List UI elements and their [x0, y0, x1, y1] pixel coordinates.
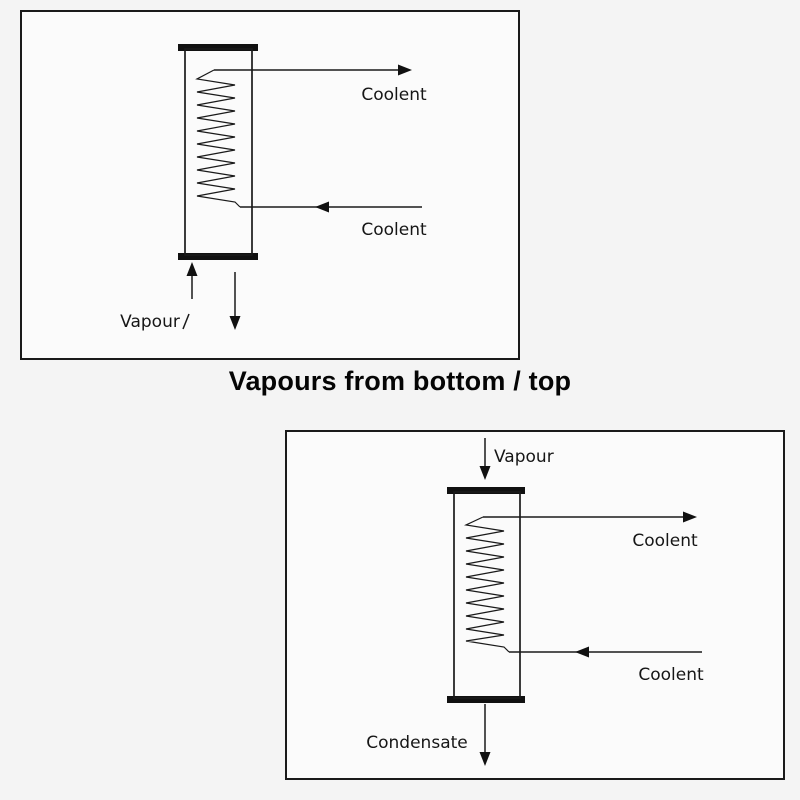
vapour-label: Vapour	[120, 312, 180, 332]
condenser-top-flange	[447, 487, 525, 494]
coolant-in-label: Coolent	[638, 665, 704, 685]
condenser-body	[453, 491, 521, 699]
top-diagram-panel: Coolent Coolent Vapour	[20, 10, 520, 360]
condensate-arrowhead	[479, 752, 491, 766]
coolant-in-label: Coolent	[361, 220, 427, 240]
condenser-bottom-flange	[447, 696, 525, 703]
outflow-arrowhead	[229, 316, 241, 330]
coolant-in-arrowhead	[315, 201, 329, 213]
vapour-in-arrowhead	[186, 262, 198, 276]
top-diagram-svg: Coolent Coolent Vapour	[120, 44, 427, 332]
vapour-label: Vapour	[494, 447, 554, 467]
condenser-coil	[463, 516, 510, 653]
bottom-diagram-svg: Vapour Coolent Coolent Condensate	[366, 438, 704, 766]
coolant-out-label: Coolent	[632, 531, 698, 551]
coolant-out-arrowhead	[398, 64, 412, 76]
vapour-pointer-tick	[182, 313, 190, 330]
coolant-out-arrowhead	[683, 511, 697, 523]
condenser-top-flange	[178, 44, 258, 51]
condenser-column	[447, 487, 525, 703]
bottom-diagram-panel: Vapour Coolent Coolent Condensate	[285, 430, 785, 780]
condenser-bottom-flange	[178, 253, 258, 260]
condenser-column	[178, 44, 258, 260]
condensate-label: Condensate	[366, 733, 467, 753]
coolant-out-label: Coolent	[361, 85, 427, 105]
coolant-in-arrowhead	[575, 646, 589, 658]
vapour-in-arrowhead	[479, 466, 491, 480]
page-title: Vapours from bottom / top	[228, 366, 572, 396]
condenser-body	[184, 48, 253, 256]
condenser-coil	[195, 69, 241, 208]
